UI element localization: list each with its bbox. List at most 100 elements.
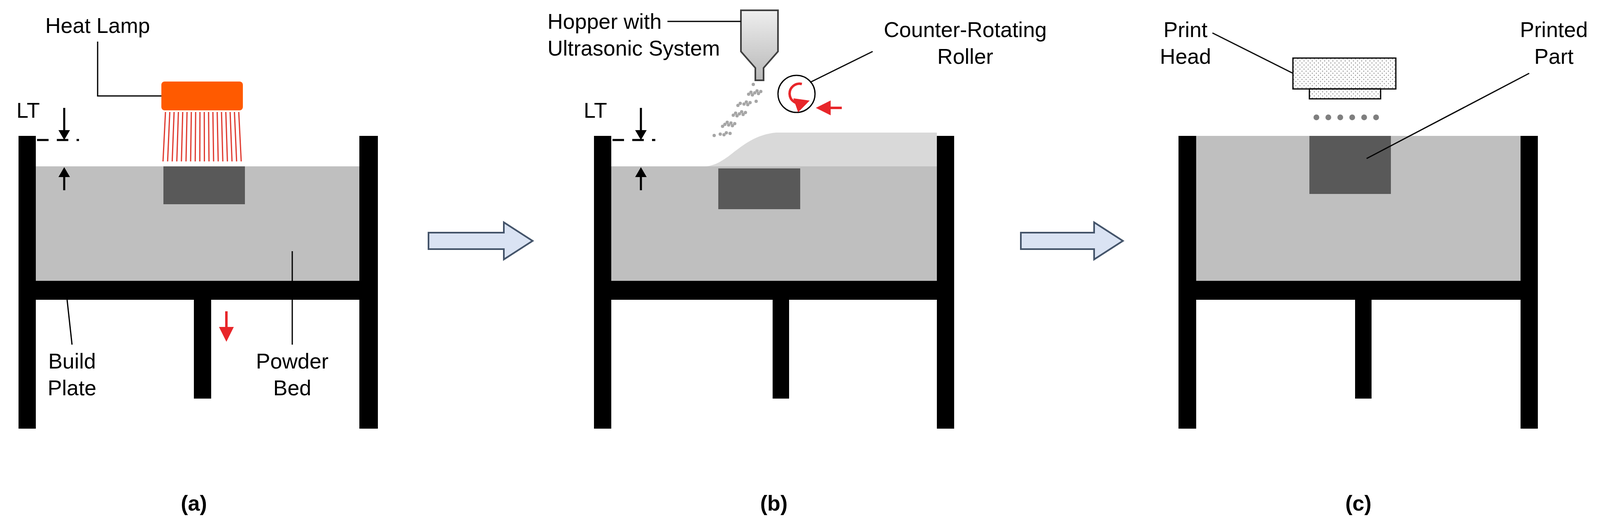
wall <box>593 135 612 429</box>
heat-ray <box>230 111 233 162</box>
powder-particle <box>722 132 726 137</box>
powder-particle <box>712 133 716 138</box>
dimension-arrow <box>63 107 66 131</box>
dimension-arrow <box>640 176 643 191</box>
panel-c <box>1178 58 1538 429</box>
dimension-line <box>37 139 80 142</box>
part-label: Print Head <box>1152 16 1219 70</box>
piston-stem <box>772 299 790 399</box>
dimension-line <box>612 139 656 142</box>
new-powder-layer <box>704 132 937 167</box>
powder-particle <box>736 103 740 108</box>
part-label: Build Plate <box>41 347 103 402</box>
powder-bed <box>611 166 937 281</box>
leader-line <box>291 251 294 345</box>
part-label: Heat Lamp <box>45 12 150 40</box>
heat-ray <box>172 111 175 162</box>
heat-ray <box>212 111 214 162</box>
arrowhead <box>58 130 70 140</box>
droplet <box>1373 114 1379 121</box>
droplet <box>1361 114 1368 121</box>
heat-ray <box>234 111 237 162</box>
heat-ray <box>167 111 170 162</box>
heat-ray <box>221 111 223 162</box>
rotation-arrow <box>789 83 803 104</box>
part-label: Printed Part <box>1514 16 1594 70</box>
powder-bed <box>1196 135 1521 281</box>
panel-label: (b) <box>760 489 788 517</box>
motion-arrow <box>225 311 228 335</box>
powder-bed <box>35 166 360 281</box>
heat-ray <box>177 111 179 162</box>
powder-particle <box>728 131 732 136</box>
wall <box>1178 135 1197 429</box>
powder-particle <box>741 112 745 117</box>
dimension-label: LT <box>583 97 608 124</box>
hopper <box>740 10 778 81</box>
arrowhead <box>635 130 647 140</box>
printed-part <box>1309 135 1391 194</box>
part-label: Powder Bed <box>251 347 334 402</box>
panel-b <box>593 10 955 429</box>
leader-line <box>1366 73 1530 159</box>
leader-line <box>810 51 873 83</box>
powder-particle <box>718 132 722 136</box>
build-plate <box>611 280 937 300</box>
roller <box>777 75 816 113</box>
powder-particle <box>735 114 739 118</box>
panel-label: (a) <box>180 489 208 517</box>
step-arrow <box>428 222 533 260</box>
arrowhead <box>58 167 70 178</box>
printed-part <box>163 166 245 205</box>
powder-particle <box>730 123 734 128</box>
wall <box>936 135 955 429</box>
heat-ray <box>208 111 210 162</box>
wall <box>359 135 378 429</box>
powder-particle <box>731 113 735 117</box>
powder-particle <box>746 102 750 107</box>
wall <box>18 135 36 429</box>
panel-a <box>18 81 378 429</box>
heat-ray <box>190 111 192 162</box>
binder-droplets <box>1313 114 1379 121</box>
heat-ray <box>238 111 242 162</box>
build-plate <box>35 280 360 300</box>
build-plate <box>1196 280 1521 300</box>
heat-rays <box>163 111 242 162</box>
powder-particle <box>742 102 746 106</box>
droplet <box>1325 114 1332 121</box>
leader-line <box>97 41 162 96</box>
leader-line <box>67 299 73 345</box>
heat-ray <box>225 111 228 162</box>
heat-ray <box>199 111 201 162</box>
powder-particle <box>750 93 755 97</box>
heat-lamp <box>161 81 243 111</box>
droplet <box>1349 114 1356 121</box>
printed-part <box>718 168 801 210</box>
piston-stem <box>193 299 212 399</box>
heat-ray <box>163 111 166 162</box>
powder-particle <box>751 82 755 87</box>
powder-particle <box>754 99 758 103</box>
panel-label: (c) <box>1345 489 1372 517</box>
heat-ray <box>181 111 183 162</box>
powder-particle <box>756 91 761 96</box>
heat-ray <box>203 111 205 162</box>
heat-ray <box>186 111 187 162</box>
dimension-arrow <box>640 107 643 131</box>
step-arrow <box>1020 222 1123 260</box>
dimension-arrow <box>63 176 66 191</box>
motion-arrow <box>823 106 842 110</box>
nozzle-plate <box>1309 88 1381 99</box>
powder-particle <box>720 124 725 129</box>
droplet <box>1313 114 1320 121</box>
leader-line <box>1212 32 1293 74</box>
powder-particle <box>726 123 731 127</box>
dimension-label: LT <box>16 97 40 124</box>
powder-particle <box>747 92 751 96</box>
wall <box>1520 135 1538 429</box>
piston-stem <box>1355 299 1372 399</box>
leader-line <box>667 20 741 23</box>
